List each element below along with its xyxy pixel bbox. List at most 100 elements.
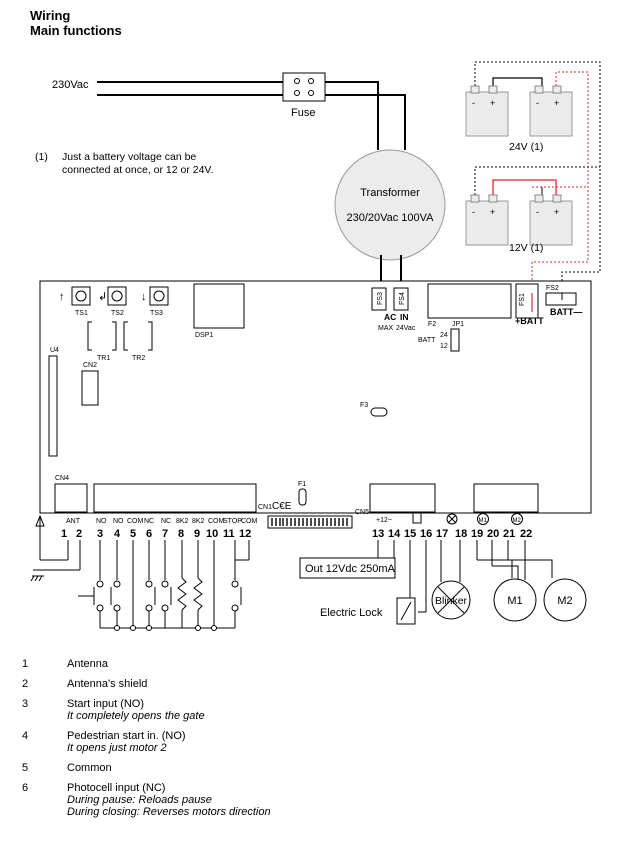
battery-minus: - xyxy=(472,207,475,217)
battery-minus: - xyxy=(472,98,475,108)
legend-text: Antenna's shield xyxy=(67,678,147,690)
ts1-label: TS1 xyxy=(75,310,88,317)
transformer-rating: 230/20Vac 100VA xyxy=(346,212,434,224)
cn1-label: CN1 xyxy=(258,504,272,511)
legend-description: During closing: Reverses motors directio… xyxy=(67,806,271,818)
terminal-m2-symbol xyxy=(511,513,523,525)
batt-jumper-label: BATT xyxy=(418,337,436,344)
jp1-jumper xyxy=(450,328,460,352)
battery-12v-a: - + xyxy=(465,194,509,246)
jumper-12-label: 12 xyxy=(440,343,448,350)
terminal-number: 8 xyxy=(178,528,184,540)
legend-number: 2 xyxy=(22,678,29,690)
terminal-number: 13 xyxy=(372,528,384,540)
legend-label: Photocell input (NC) xyxy=(67,782,166,794)
jumper-24-label: 24 xyxy=(440,332,448,339)
legend-item: 4 Pedestrian start in. (NO) It opens jus… xyxy=(22,730,602,754)
legend-text: Common xyxy=(67,762,112,774)
legend-item: 1 Antenna xyxy=(22,658,602,670)
battery-board-leads xyxy=(531,293,563,312)
cn4-label: CN4 xyxy=(55,475,69,482)
battery-plus: + xyxy=(490,98,495,108)
terminal-m1-label: M1 xyxy=(479,518,488,524)
batt-minus-label: BATT— xyxy=(550,307,582,317)
terminal-label: NO xyxy=(96,518,107,525)
terminal-number: 10 xyxy=(206,528,218,540)
legend-number: 1 xyxy=(22,658,29,670)
fs3-connector xyxy=(371,287,387,311)
fs2-label: FS2 xyxy=(546,285,559,292)
battery-24v-b: - + xyxy=(529,85,573,137)
tr2-label: TR2 xyxy=(132,355,145,362)
legend-label: Antenna xyxy=(67,658,108,670)
ts2-label: TS2 xyxy=(111,310,124,317)
battery-plus: + xyxy=(490,207,495,217)
terminal-label: COM xyxy=(127,518,144,525)
motor-2-icon xyxy=(543,578,587,622)
input-contacts-wiring xyxy=(78,540,250,631)
terminal-number: 20 xyxy=(487,528,499,540)
legend-label: Antenna's shield xyxy=(67,678,148,690)
page-title: Wiring Main functions xyxy=(30,8,122,38)
u4-connector xyxy=(48,355,58,457)
terminal-number: 14 xyxy=(388,528,401,540)
ce-mark: C€E xyxy=(272,501,292,512)
legend-label: Common xyxy=(67,762,112,774)
ts3-label: TS3 xyxy=(150,310,163,317)
terminals-right-numbers: 13 14 15 16 17 18 19 20 21 22 xyxy=(372,528,532,540)
terminal-label: NO xyxy=(113,518,124,525)
legend-number: 6 xyxy=(22,782,29,794)
control-board xyxy=(39,280,592,514)
terminal-lock-symbol xyxy=(412,512,422,524)
supply-label: 230Vac xyxy=(52,79,89,91)
terminal-label: 8K2 xyxy=(176,518,189,525)
battery-12v-label: 12V (1) xyxy=(509,242,543,254)
battery-wiring xyxy=(474,61,601,293)
cn2-label: CN2 xyxy=(83,362,97,369)
motor-2-label: M2 xyxy=(557,595,572,607)
fs2-connector xyxy=(545,292,577,306)
f2-label: F2 xyxy=(428,321,436,328)
cn2-connector xyxy=(81,370,99,406)
title-main-functions: Main functions xyxy=(30,23,122,38)
terminal-number: 21 xyxy=(503,528,515,540)
legend-item: 6 Photocell input (NC) During pause: Rel… xyxy=(22,782,602,818)
legend-item: 3 Start input (NO) It completely opens t… xyxy=(22,698,602,722)
note-line2: connected at once, or 12 or 24V. xyxy=(62,164,213,176)
terminals-left-labels: ANT NO NO COM NC NC 8K2 8K2 COM STOP COM xyxy=(66,518,258,525)
fuse-icon xyxy=(282,72,326,102)
plus-batt-label: +BATT xyxy=(515,316,544,326)
cn5-connector-b xyxy=(473,483,539,513)
terminal-legend: 1 Antenna 2 Antenna's shield 3 Start inp… xyxy=(22,658,602,826)
dsp1-label: DSP1 xyxy=(195,332,213,339)
antenna-wiring xyxy=(30,514,81,582)
terminal-m2-label: M2 xyxy=(513,518,522,524)
electric-lock-label: Electric Lock xyxy=(320,607,383,619)
note-number: (1) xyxy=(35,151,48,163)
legend-number: 4 xyxy=(22,730,29,742)
svg-text:↲: ↲ xyxy=(98,291,107,303)
output-wiring xyxy=(377,540,553,613)
legend-item: 2 Antenna's shield xyxy=(22,678,602,690)
barcode-label xyxy=(267,515,353,529)
legend-number: 5 xyxy=(22,762,29,774)
display-module xyxy=(193,283,245,329)
transformer-label: Transformer xyxy=(360,187,420,199)
ac-label: AC xyxy=(384,312,396,322)
terminal-label: COM xyxy=(208,518,225,525)
terminal-number: 19 xyxy=(471,528,483,540)
note-line1: Just a battery voltage can be xyxy=(62,151,196,163)
fs4-label: FS4 xyxy=(399,292,406,305)
out-12v-label: Out 12Vdc 250mA xyxy=(305,563,396,575)
battery-plus: + xyxy=(554,98,559,108)
terminal-number: 16 xyxy=(420,528,432,540)
blinker-cross xyxy=(437,586,465,614)
battery-minus: - xyxy=(536,98,539,108)
terminal-number: 3 xyxy=(97,528,103,540)
terminal-number: 4 xyxy=(114,528,121,540)
terminal-label: ANT xyxy=(66,518,81,525)
24vac-label: 24Vac xyxy=(396,325,416,332)
legend-text: Photocell input (NC) During pause: Reloa… xyxy=(67,782,271,818)
out-12v-box xyxy=(299,557,396,579)
svg-text:↑: ↑ xyxy=(59,291,65,303)
